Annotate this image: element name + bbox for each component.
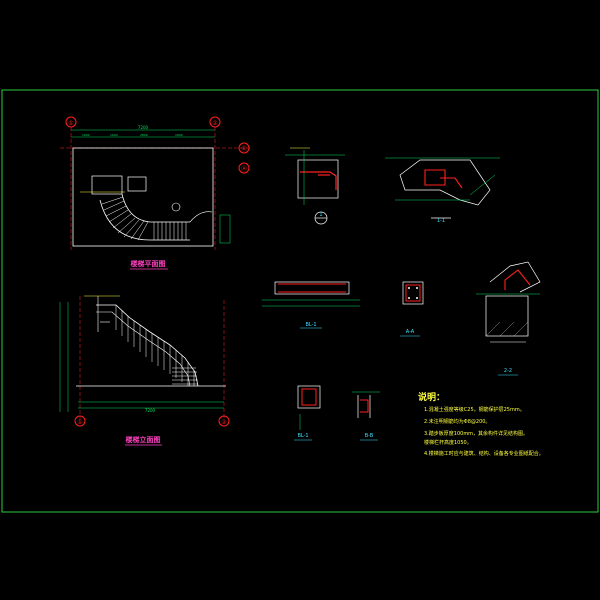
section-2-2-label: 2-2 [504, 368, 512, 374]
axis-bubble-1-elev [74, 415, 86, 427]
notes-heading: 说明： [418, 391, 445, 403]
note-item-1: 1.混凝土强度等级C25，钢筋保护层25mm。 [424, 406, 525, 413]
elevation-bottom-dim: 7200 [145, 408, 156, 413]
beam-bl-1-label: BL-1 [305, 322, 316, 328]
plan-top-dim: 7200 [138, 125, 149, 130]
stair-elevation-view: 7200 ① ② 楼梯立面图 [59, 295, 230, 446]
axis-label-2: ② [212, 120, 218, 127]
drawing-frame [1, 89, 599, 513]
beam-bl-1-elevation: BL-1 [262, 281, 360, 329]
axis-bubble-2-elev [218, 415, 230, 427]
plan-view-title: 楼梯平面图 [131, 259, 166, 268]
svg-text:2800: 2800 [140, 133, 148, 137]
svg-text:1000: 1000 [110, 133, 118, 137]
axis-label-a: Ⓐ [241, 165, 247, 173]
section-b-b-label: B-B [365, 433, 374, 439]
section-b-b: B-B [352, 391, 380, 441]
section-2-2: 2-2 [476, 261, 541, 376]
svg-text:1800: 1800 [175, 133, 183, 137]
detail-1-label: 1 [319, 212, 322, 218]
stair-plan-view: ① ② Ⓑ Ⓐ 7200 1600 1000 2800 1800 [60, 116, 250, 270]
axis-label-b: Ⓑ [241, 145, 247, 153]
beam-bl-1-section: BL-1 [294, 385, 321, 441]
note-item-3b: 楼梯栏杆高度1050。 [424, 439, 472, 446]
note-item-2: 2.未注明钢筋均为Φ8@200。 [424, 418, 490, 425]
axis-label-1-elev: ① [77, 419, 82, 426]
detail-1: 1 [285, 147, 345, 225]
axis-label-2-elev: ② [221, 419, 227, 426]
section-a-a-label: A-A [406, 329, 415, 335]
beam-bl-1-section-label: BL-1 [297, 433, 308, 439]
note-item-3: 3.踏步板厚度100mm，其余构件详见结构图。 [424, 430, 528, 437]
notes-block: 说明： 1.混凝土强度等级C25，钢筋保护层25mm。 2.未注明钢筋均为Φ8@… [418, 391, 544, 457]
svg-text:1600: 1600 [82, 133, 90, 137]
elevation-view-title: 楼梯立面图 [126, 435, 161, 444]
section-1-1-label: 1-1 [437, 218, 445, 224]
section-a-a: A-A [400, 281, 424, 337]
axis-label-1: ① [68, 120, 73, 127]
section-1-1: 1-1 [385, 157, 500, 224]
axis-bubble-a [238, 162, 250, 174]
note-item-4: 4.楼梯施工时应与建筑、结构、设备各专业图纸配合。 [424, 450, 544, 457]
